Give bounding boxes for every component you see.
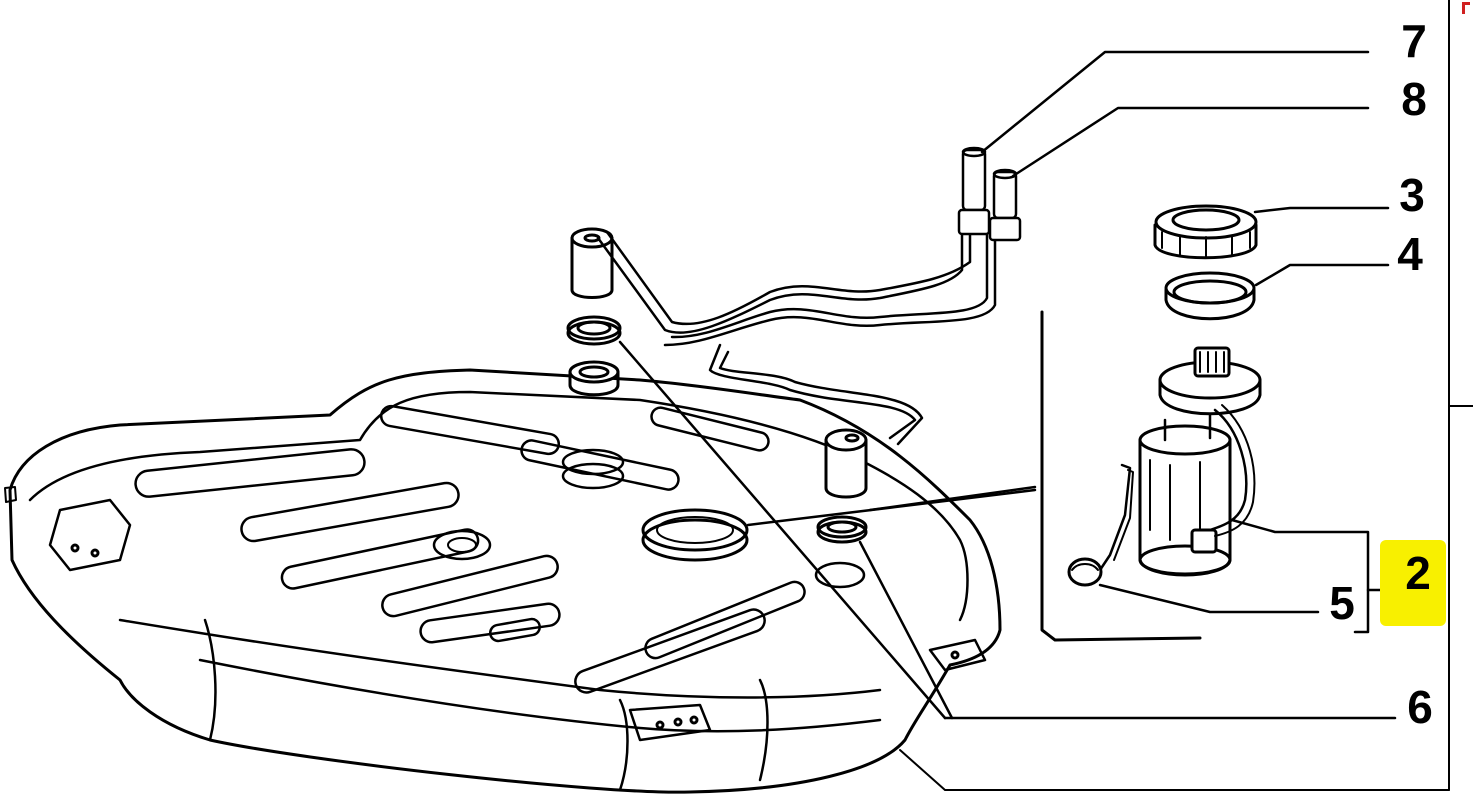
pump-bracket-line — [1040, 310, 1202, 642]
ring-nut — [1153, 204, 1258, 260]
gasket — [1164, 271, 1256, 321]
callout-label-8: 8 — [1401, 73, 1427, 125]
callout-label-3: 3 — [1399, 169, 1425, 221]
fuel-lines — [596, 146, 1022, 446]
filler-neck-group — [566, 227, 622, 397]
callout-label-6: 6 — [1407, 681, 1433, 733]
callout-label-4: 4 — [1397, 228, 1423, 280]
frame-lines — [899, 0, 1473, 791]
vent-cap-group — [816, 428, 868, 544]
callout-label-5: 5 — [1329, 577, 1355, 629]
edge-marker — [1462, 2, 1470, 14]
callout-label-2: 2 — [1405, 547, 1431, 599]
callout-label-7: 7 — [1401, 15, 1427, 67]
fuel-pump-module — [1067, 346, 1262, 587]
leader-lines — [618, 50, 1397, 720]
fuel-tank — [4, 368, 1002, 794]
callout-highlight — [1380, 540, 1446, 626]
